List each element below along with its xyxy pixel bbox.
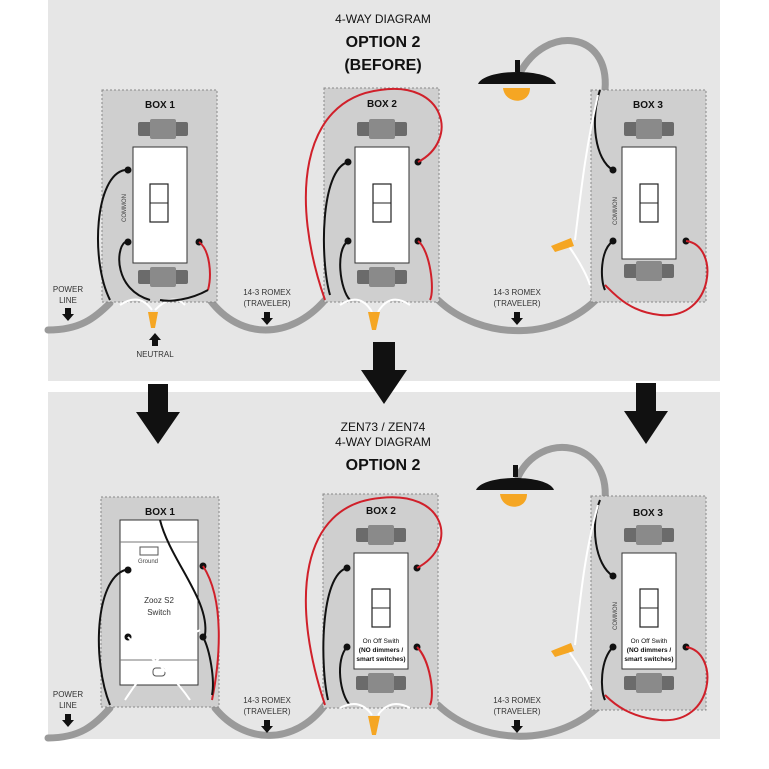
top-box-1-label: BOX 1 bbox=[145, 100, 175, 111]
bottom-box-3-note-3: smart switches) bbox=[624, 656, 673, 663]
bottom-power-arrow bbox=[62, 714, 74, 727]
top-diagram-title: 4-WAY DIAGRAM bbox=[335, 12, 431, 26]
bottom-power-label: POWER bbox=[53, 690, 83, 699]
bottom-box-2: BOX 2 On Off Swith (NO dimmers / smart s… bbox=[304, 493, 443, 735]
bottom-box-2-wire-nut bbox=[368, 716, 380, 735]
bottom-box-3-common-label: COMMON bbox=[613, 602, 619, 630]
down-arrow-left bbox=[136, 384, 180, 444]
zooz-name-line-2: Switch bbox=[147, 608, 171, 617]
zooz-ground-label: Ground bbox=[138, 559, 158, 565]
bottom-traveler-arrow-1 bbox=[261, 720, 273, 733]
bottom-light-fixture-icon bbox=[476, 465, 554, 507]
bottom-box-2-label: BOX 2 bbox=[366, 506, 396, 517]
bottom-box-1-label: BOX 1 bbox=[145, 507, 175, 518]
top-traveler-label-2: (TRAVELER) bbox=[494, 299, 541, 308]
top-power-label: POWER bbox=[53, 285, 83, 294]
top-state-label: (BEFORE) bbox=[344, 57, 421, 74]
bottom-option-label: OPTION 2 bbox=[346, 457, 421, 474]
down-arrow-right bbox=[624, 383, 668, 444]
bottom-romex-label-2: 14-3 ROMEX bbox=[493, 696, 541, 705]
bottom-romex-cables bbox=[44, 443, 609, 742]
bottom-box-1: BOX 1 Ground Zooz S2 Switch bbox=[97, 496, 220, 708]
bottom-romex-label-1: 14-3 ROMEX bbox=[243, 696, 291, 705]
down-arrow-center bbox=[361, 342, 407, 404]
bottom-box-3-note-1: On Off Swith bbox=[631, 638, 668, 645]
top-box-1-common-label: COMMON bbox=[122, 194, 128, 222]
bottom-box-2-note-1: On Off Swith bbox=[363, 638, 400, 645]
top-neutral-label: NEUTRAL bbox=[136, 350, 174, 359]
bottom-line-label: LINE bbox=[59, 701, 77, 710]
top-light-fixture-icon bbox=[478, 60, 556, 101]
bottom-box-2-note-3: smart switches) bbox=[356, 656, 405, 663]
bottom-box-3-note-2: (NO dimmers / bbox=[627, 647, 672, 654]
top-box-3-common-label: COMMON bbox=[613, 197, 619, 225]
top-box-3-wire-nut bbox=[551, 238, 574, 252]
bottom-title-line-1: ZEN73 / ZEN74 bbox=[341, 420, 426, 434]
top-box-2-wire-nut bbox=[368, 312, 380, 330]
bottom-box-3-wire-nut bbox=[551, 643, 574, 657]
zooz-name-line-1: Zooz S2 bbox=[144, 596, 174, 605]
top-box-1: BOX 1 COMMON bbox=[97, 89, 218, 328]
top-line-label: LINE bbox=[59, 296, 77, 305]
bottom-box-2-note-2: (NO dimmers / bbox=[359, 647, 404, 654]
top-option-label: OPTION 2 bbox=[346, 34, 421, 51]
top-romex-label-2: 14-3 ROMEX bbox=[493, 288, 541, 297]
top-box-1-wire-nut bbox=[148, 312, 158, 328]
top-power-arrow bbox=[62, 308, 74, 321]
top-traveler-label-1: (TRAVELER) bbox=[244, 299, 291, 308]
top-traveler-arrow-2 bbox=[511, 312, 523, 325]
bottom-traveler-arrow-2 bbox=[511, 720, 523, 733]
bottom-traveler-label-1: (TRAVELER) bbox=[244, 707, 291, 716]
bottom-box-3: BOX 3 COMMON On Off Swith (NO dimmers / … bbox=[551, 495, 709, 722]
bottom-box-3-label: BOX 3 bbox=[633, 508, 663, 519]
top-romex-cables bbox=[44, 37, 609, 335]
top-box-3: BOX 3 COMMON bbox=[551, 89, 709, 317]
top-box-2: BOX 2 bbox=[304, 87, 443, 330]
top-box-3-label: BOX 3 bbox=[633, 100, 663, 111]
top-box-2-label: BOX 2 bbox=[367, 99, 397, 110]
bottom-title-line-2: 4-WAY DIAGRAM bbox=[335, 435, 431, 449]
top-neutral-arrow bbox=[149, 333, 161, 346]
top-romex-label-1: 14-3 ROMEX bbox=[243, 288, 291, 297]
bottom-traveler-label-2: (TRAVELER) bbox=[494, 707, 541, 716]
top-traveler-arrow-1 bbox=[261, 312, 273, 325]
